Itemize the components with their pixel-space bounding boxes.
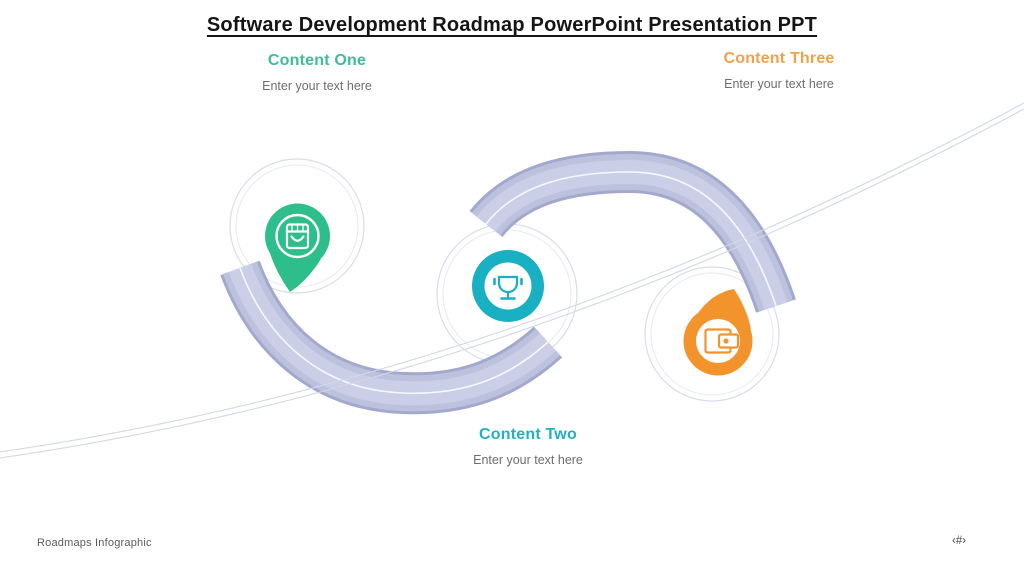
page-number-placeholder: ‹#›	[952, 535, 967, 547]
milestone-placeholder-text: Enter your text here	[473, 453, 583, 467]
footer-label: Roadmaps Infographic	[37, 537, 152, 549]
diagonal-guide-line	[0, 102, 1024, 459]
slide-title: Software Development Roadmap PowerPoint …	[206, 14, 818, 36]
wallet-icon	[704, 328, 740, 354]
marker-pin-content-one	[265, 203, 330, 292]
milestone-text-content-two: Content Two Enter your text here	[398, 426, 658, 467]
shopping-bag-icon	[285, 223, 310, 250]
milestone-text-content-three: Content Three Enter your text here	[649, 50, 909, 91]
milestone-label: Content One	[267, 52, 367, 69]
milestone-label: Content Three	[723, 50, 835, 67]
road-segment-lower	[220, 260, 563, 415]
milestone-placeholder-text: Enter your text here	[724, 77, 834, 91]
road-segment-upper	[469, 150, 796, 313]
milestone-text-content-one: Content One Enter your text here	[187, 52, 447, 93]
milestone-placeholder-text: Enter your text here	[262, 79, 372, 93]
milestone-label: Content Two	[479, 426, 577, 443]
marker-ring-content-two	[472, 250, 544, 322]
trophy-icon	[493, 275, 523, 300]
marker-droplet-content-three	[683, 289, 753, 376]
